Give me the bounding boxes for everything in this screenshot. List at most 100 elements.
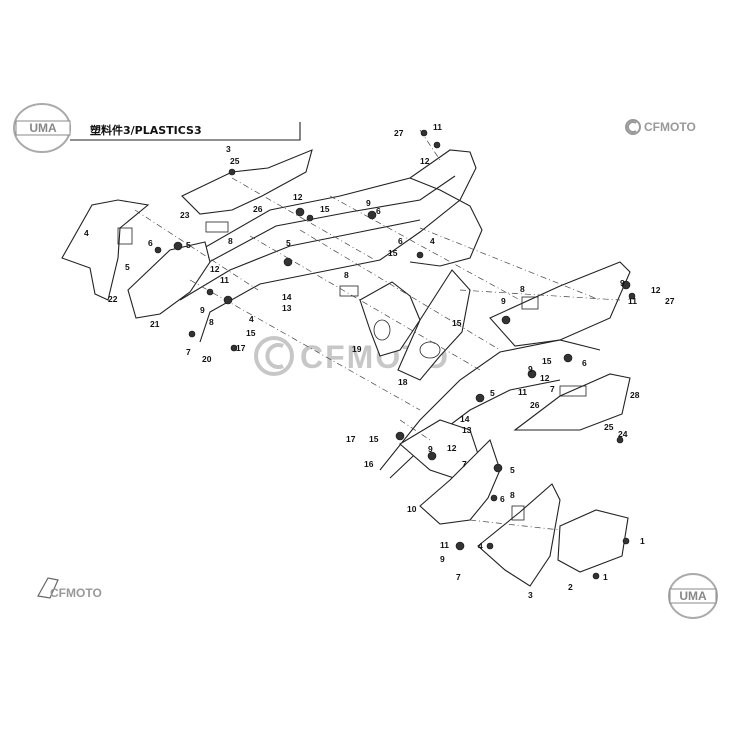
part-28-upper-cover <box>489 261 631 347</box>
callout: 1 <box>640 536 645 546</box>
frame-rail-lower <box>179 219 421 301</box>
cfmoto-logo-top-text: CFMOTO <box>644 120 696 134</box>
callout: 12 <box>651 285 661 295</box>
sticker-8-c <box>339 285 359 297</box>
callout: 3 <box>528 590 533 600</box>
sticker-8-f <box>511 505 525 521</box>
callout: 8 <box>520 284 525 294</box>
title-bracket <box>70 122 301 141</box>
callout: 9 <box>440 554 445 564</box>
callout: 11 <box>433 122 442 132</box>
callout: 28 <box>630 390 640 400</box>
callout: 26 <box>253 204 263 214</box>
callout: 7 <box>186 347 191 357</box>
callout: 22 <box>108 294 118 304</box>
callout: 13 <box>462 425 472 435</box>
part-2-small-cover <box>557 509 629 573</box>
callout: 4 <box>430 236 435 246</box>
sticker-8-d <box>521 296 539 310</box>
cfmoto-logo-bottom: CFMOTO <box>37 577 102 600</box>
callout: 9 <box>528 364 533 374</box>
callout-labels: 27 11 12 3 25 23 26 12 15 8 9 6 4 5 6 5 … <box>84 122 675 600</box>
page-title: 塑料件3/PLASTICS3 <box>90 123 202 137</box>
callout: 9 <box>428 444 433 454</box>
callout: 7 <box>550 384 555 394</box>
callout: 15 <box>369 434 379 444</box>
callout: 9 <box>200 305 205 315</box>
callout: 17 <box>346 434 356 444</box>
callout: 20 <box>202 354 212 364</box>
callout: 5 <box>125 262 130 272</box>
frame-rail-upper <box>129 149 477 343</box>
cfmoto-logo-bottom-text: CFMOTO <box>50 586 102 600</box>
uma-logo-top: UMA <box>13 103 71 153</box>
uma-logo-bottom: UMA <box>668 573 718 619</box>
callout: 14 <box>282 292 292 302</box>
callout: 12 <box>540 373 550 383</box>
callout: 27 <box>394 128 404 138</box>
part-23-cover <box>181 149 313 215</box>
callout: 7 <box>456 572 461 582</box>
callout: 8 <box>344 270 349 280</box>
cfmoto-logo-top: CFMOTO <box>625 119 696 135</box>
callout: 6 <box>582 358 587 368</box>
callout: 17 <box>236 343 246 353</box>
callout: 5 <box>490 388 495 398</box>
callout: 14 <box>460 414 470 424</box>
callout: 21 <box>150 319 160 329</box>
callout: 5 <box>186 240 191 250</box>
callout: 10 <box>407 504 417 514</box>
callout: 8 <box>209 317 214 327</box>
callout: 2 <box>568 582 573 592</box>
callout: 15 <box>388 248 398 258</box>
callout: 11 <box>518 387 527 397</box>
upper-frame-assembly <box>61 149 483 343</box>
callout: 6 <box>500 494 505 504</box>
callout: 8 <box>228 236 233 246</box>
right-upper-cover <box>489 261 631 431</box>
part-3-side-cover <box>477 483 561 587</box>
callout: 12 <box>293 192 303 202</box>
callout: 19 <box>352 344 362 354</box>
callout: 9 <box>620 278 625 288</box>
sticker-8-e <box>559 385 587 397</box>
callout: 25 <box>604 422 614 432</box>
callout: 15 <box>246 328 256 338</box>
callout: 16 <box>364 459 374 469</box>
callout: 4 <box>249 314 254 324</box>
callout: 12 <box>210 264 220 274</box>
callout: 9 <box>501 296 506 306</box>
part-21-bracket <box>127 241 211 319</box>
callout: 6 <box>148 238 153 248</box>
callout: 12 <box>447 443 457 453</box>
callout: 5 <box>510 465 515 475</box>
callout: 18 <box>398 377 408 387</box>
callout: 4 <box>84 228 89 238</box>
callout: 6 <box>398 236 403 246</box>
callout: 1 <box>603 572 608 582</box>
callout: 8 <box>510 490 515 500</box>
callout: 4 <box>478 541 483 551</box>
part-18-panel <box>397 269 471 381</box>
uma-logo-bottom-text: UMA <box>679 589 707 603</box>
hardware <box>154 129 636 580</box>
lower-rail-1 <box>379 339 601 471</box>
part-19-panel <box>359 281 421 357</box>
lower-frame-assembly <box>379 339 629 587</box>
callout: 27 <box>665 296 675 306</box>
callout: 7 <box>462 459 467 469</box>
callout: 25 <box>230 156 240 166</box>
callout: 15 <box>542 356 552 366</box>
callout: 23 <box>180 210 190 220</box>
part-22-fairing <box>61 199 150 301</box>
middle-side-panels <box>359 269 471 381</box>
callout: 9 <box>366 198 371 208</box>
callout: 11 <box>220 275 229 285</box>
part-10-panel <box>419 438 501 525</box>
callout: 11 <box>628 296 637 306</box>
callout: 3 <box>226 144 231 154</box>
rear-frame-upper <box>409 177 483 267</box>
callout: 13 <box>282 303 292 313</box>
